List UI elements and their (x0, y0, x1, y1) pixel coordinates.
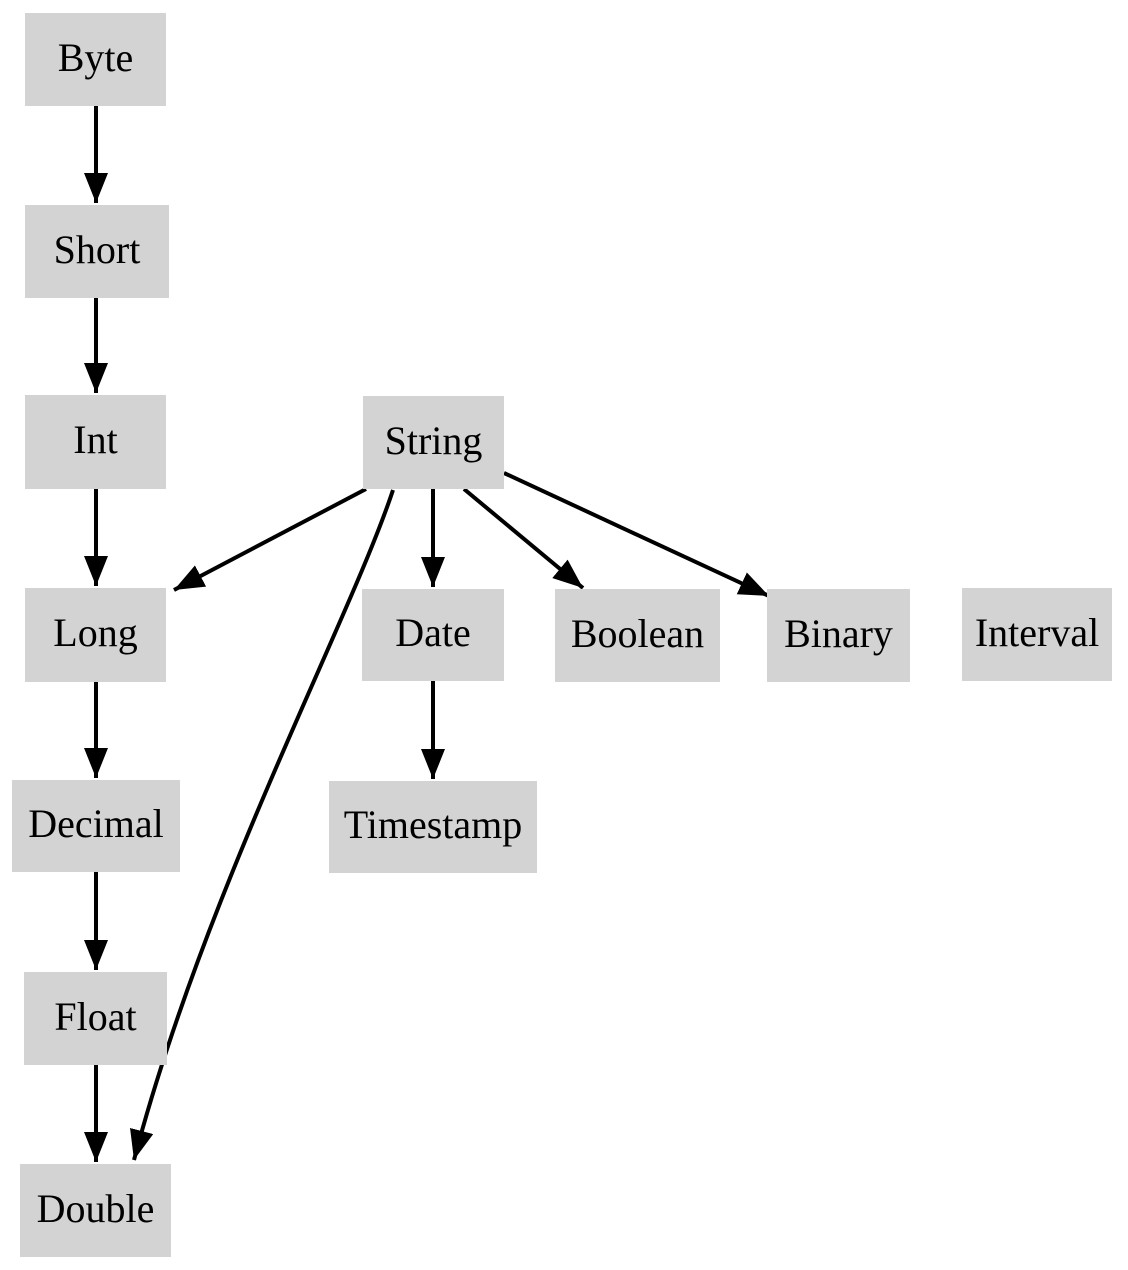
node-short: Short (25, 205, 169, 298)
node-label-double: Double (36, 1185, 155, 1231)
node-binary: Binary (767, 589, 910, 682)
node-interval: Interval (962, 588, 1112, 681)
node-double: Double (20, 1164, 171, 1257)
node-long: Long (25, 588, 166, 682)
node-label-byte: Byte (57, 34, 134, 80)
node-label-short: Short (53, 226, 141, 272)
node-label-float: Float (54, 993, 137, 1039)
edge-group (84, 106, 770, 1162)
edge-string-double (130, 489, 395, 1161)
node-label-interval: Interval (974, 609, 1100, 655)
edge-string-binary (503, 471, 770, 598)
node-string: String (363, 396, 504, 489)
node-label-date: Date (395, 610, 471, 655)
node-label-int: Int (73, 417, 118, 462)
node-decimal: Decimal (12, 780, 180, 872)
node-byte: Byte (25, 13, 166, 106)
node-label-string: String (384, 417, 483, 463)
node-label-binary: Binary (784, 610, 893, 656)
node-float: Float (24, 972, 167, 1065)
node-timestamp: Timestamp (329, 781, 537, 873)
node-date: Date (362, 589, 504, 681)
node-label-timestamp: Timestamp (343, 802, 523, 847)
edge-string-long (173, 487, 367, 592)
node-label-boolean: Boolean (570, 610, 705, 656)
node-int: Int (25, 395, 166, 489)
node-boolean: Boolean (555, 589, 720, 682)
edge-string-boolean (462, 487, 585, 590)
node-label-decimal: Decimal (28, 801, 164, 846)
node-label-long: Long (53, 610, 138, 655)
